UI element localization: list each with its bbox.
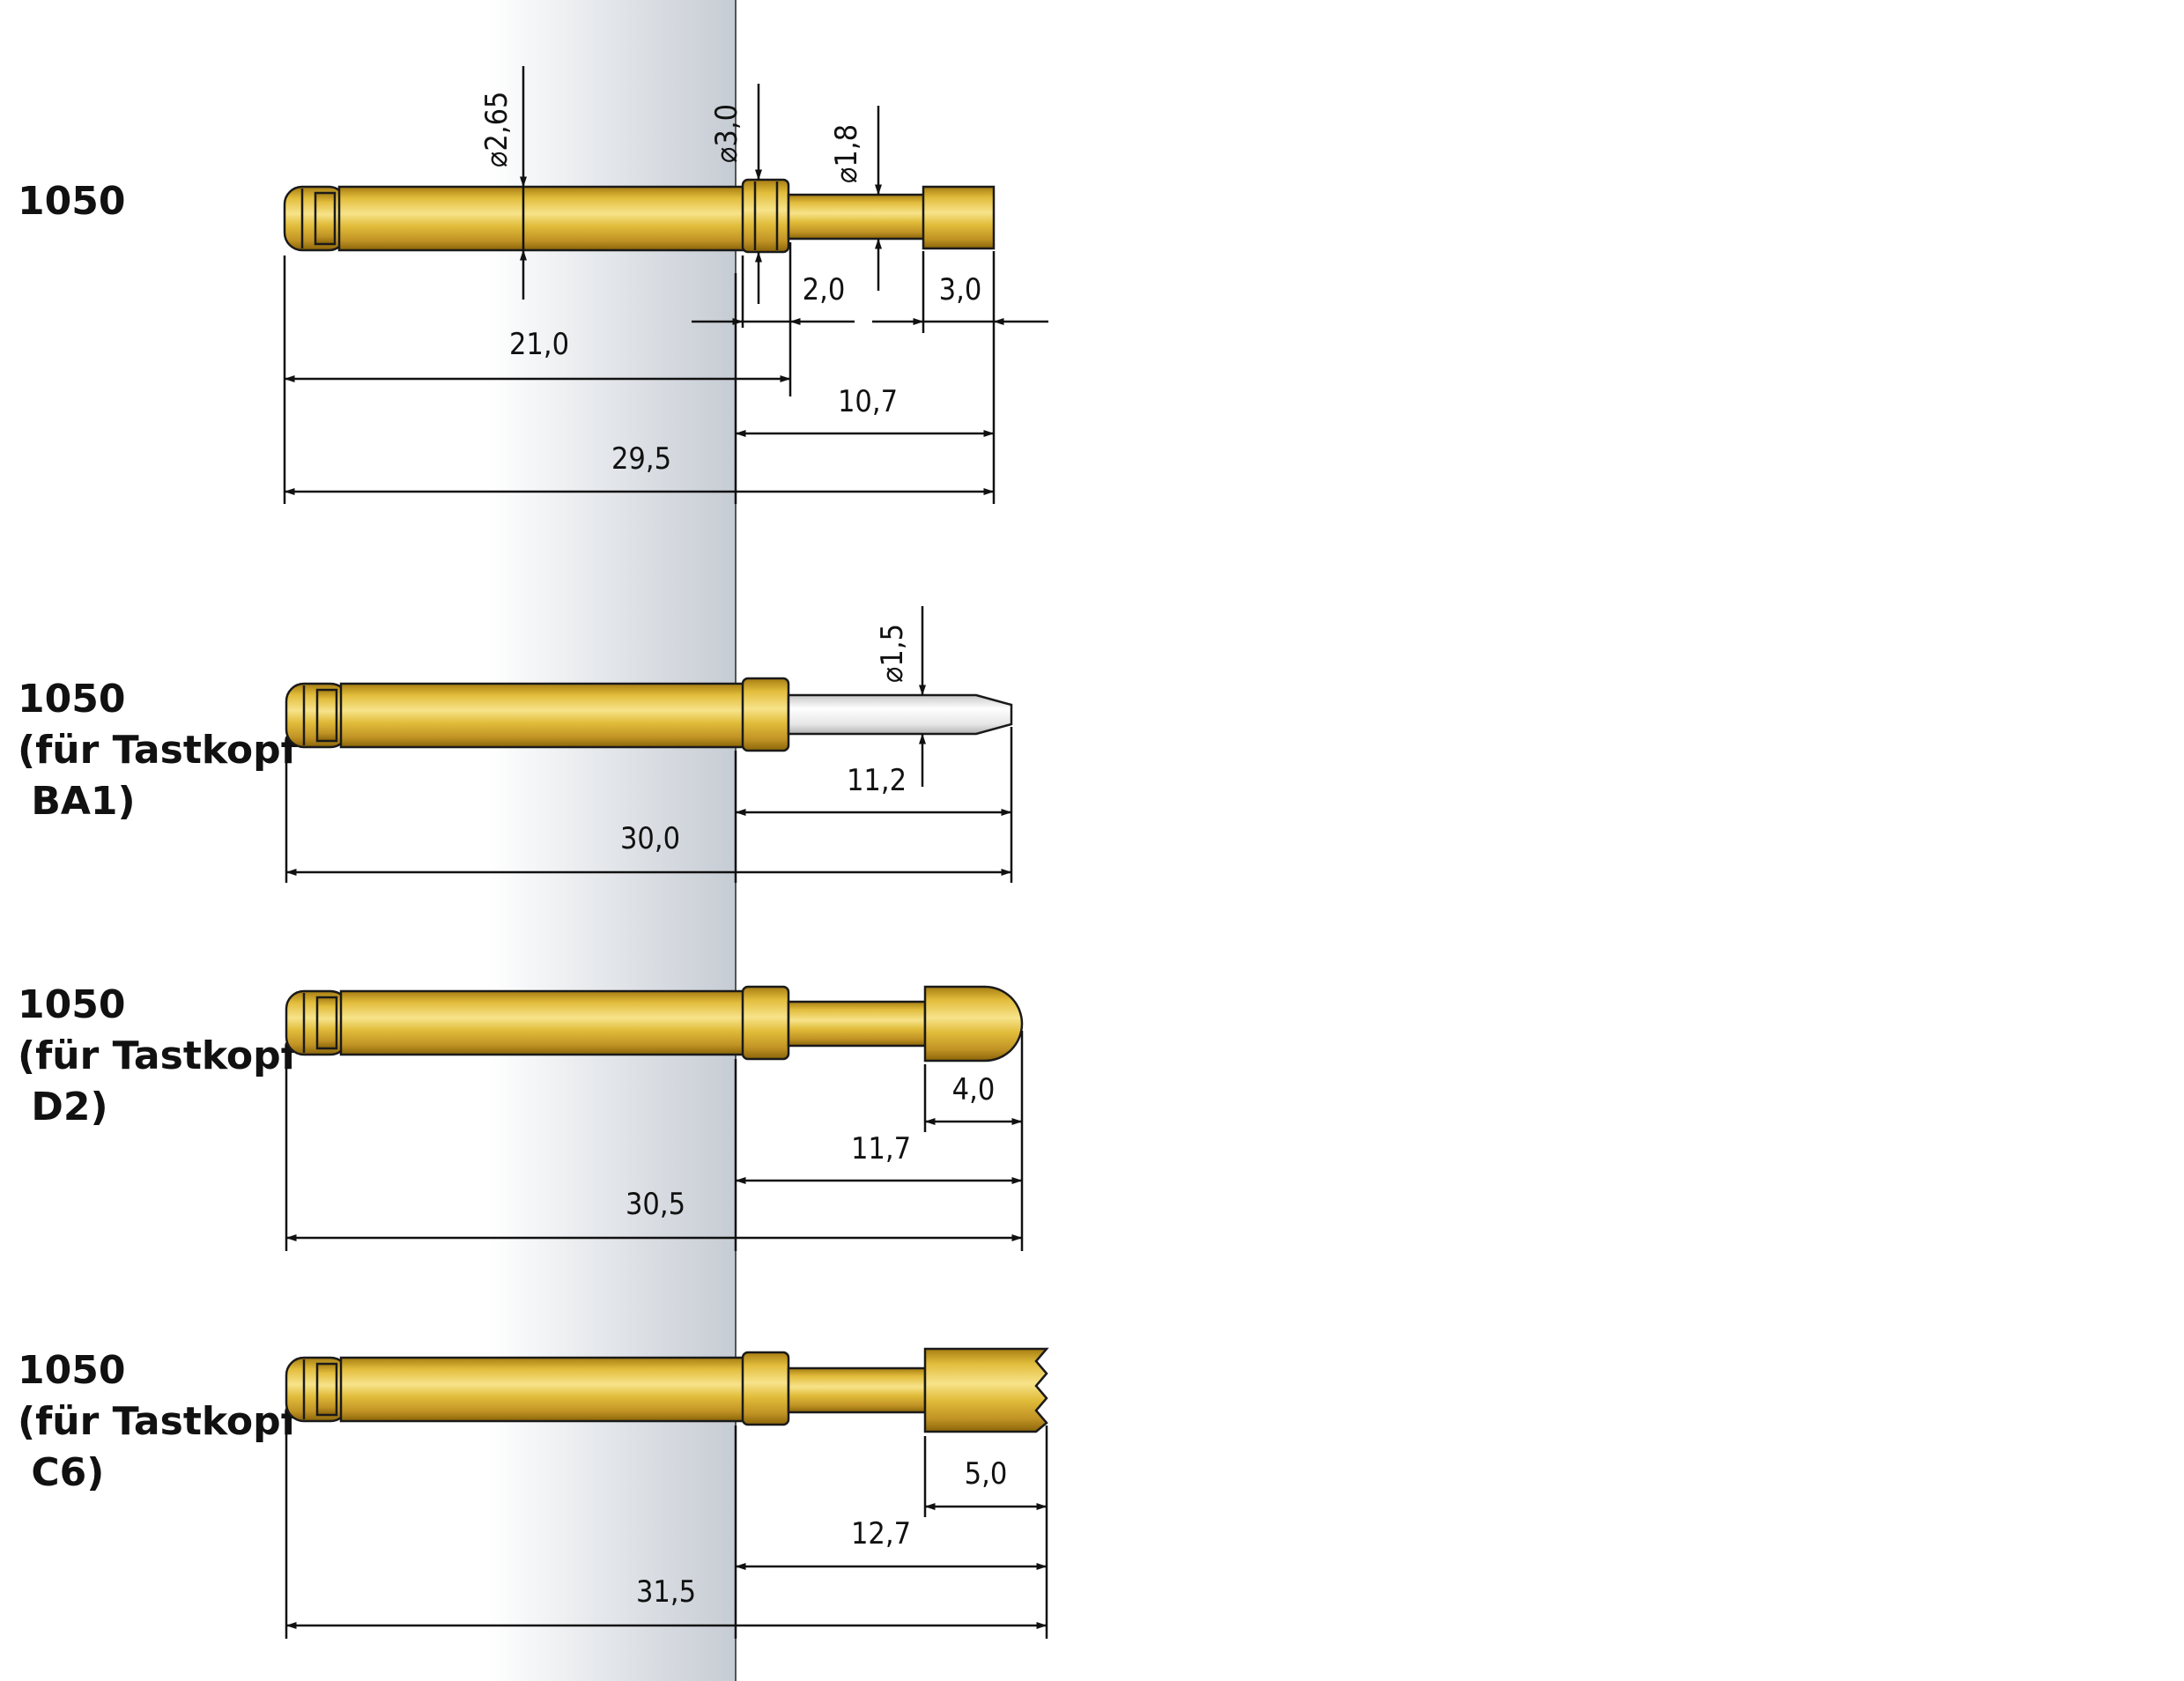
probe-2-dim-11-2: 11,2	[735, 763, 1012, 816]
svg-text:2,0: 2,0	[803, 272, 846, 307]
svg-text:21,0: 21,0	[509, 327, 569, 362]
probe-1-diameter-2-65: ⌀2,65	[479, 66, 527, 300]
probe-2-body	[285, 677, 1013, 752]
svg-text:11,2: 11,2	[847, 763, 907, 798]
svg-text:30,5: 30,5	[626, 1187, 685, 1222]
probe-3-dim-11-7: 11,7	[735, 1131, 1023, 1184]
svg-text:5,0: 5,0	[965, 1456, 1008, 1492]
probe-1-dim-10-7: 10,7	[735, 384, 995, 437]
probe-3-body	[285, 985, 1024, 1063]
probe-1-dim-21-0: 21,0	[284, 327, 791, 382]
probe-4-label: 1050 (für Tastkopf C6)	[18, 1348, 311, 1495]
svg-text:29,5: 29,5	[611, 441, 671, 477]
probe-1: 1050 ⌀2,65 ⌀3,0 ⌀1	[18, 66, 1048, 504]
svg-text:12,7: 12,7	[851, 1516, 911, 1551]
probe-2-diameter-1-5: ⌀1,5	[875, 606, 926, 787]
probe-3-dim-30-5: 30,5	[285, 1187, 1023, 1241]
probe-4-body	[285, 1347, 1049, 1433]
probe-4-dim-12-7: 12,7	[735, 1516, 1048, 1570]
probe-3: 1050 (für Tastkopf D2) 4,0	[18, 982, 1024, 1251]
svg-text:31,5: 31,5	[636, 1574, 696, 1610]
probe-4-dim-31-5: 31,5	[285, 1574, 1048, 1629]
probe-1-label: 1050	[18, 179, 125, 224]
svg-text:10,7: 10,7	[838, 384, 898, 419]
svg-text:⌀2,65: ⌀2,65	[479, 92, 515, 168]
probe-3-label: 1050 (für Tastkopf D2)	[18, 982, 311, 1129]
probe-4-dim-5-0: 5,0	[924, 1456, 1048, 1510]
svg-text:3,0: 3,0	[939, 272, 982, 307]
probe-4: 1050 (für Tastkopf C6) 5,0	[18, 1347, 1049, 1639]
probe-3-dim-4-0: 4,0	[924, 1072, 1023, 1125]
svg-text:⌀3,0: ⌀3,0	[709, 104, 744, 163]
probe-1-body	[283, 178, 996, 254]
probe-2-label: 1050 (für Tastkopf BA1)	[18, 677, 311, 824]
probe-1-dim-3-0: 3,0	[872, 272, 1048, 325]
probe-2: 1050 (für Tastkopf BA1) ⌀1,5 11,2	[18, 606, 1013, 883]
svg-text:⌀1,8: ⌀1,8	[829, 124, 864, 183]
probe-2-extension-lines	[285, 727, 1013, 883]
probe-1-dim-29-5: 29,5	[284, 441, 995, 495]
svg-text:11,7: 11,7	[851, 1131, 911, 1166]
background-panel	[489, 0, 736, 1681]
svg-text:30,0: 30,0	[620, 821, 680, 856]
probe-2-dim-30-0: 30,0	[285, 821, 1012, 876]
svg-text:⌀1,5: ⌀1,5	[875, 624, 910, 683]
probe-1-diameter-1-8: ⌀1,8	[829, 106, 882, 291]
svg-text:4,0: 4,0	[952, 1072, 996, 1107]
probe-1-diameter-3-0: ⌀3,0	[709, 84, 762, 304]
probe-1-dim-2-0: 2,0	[692, 272, 855, 325]
